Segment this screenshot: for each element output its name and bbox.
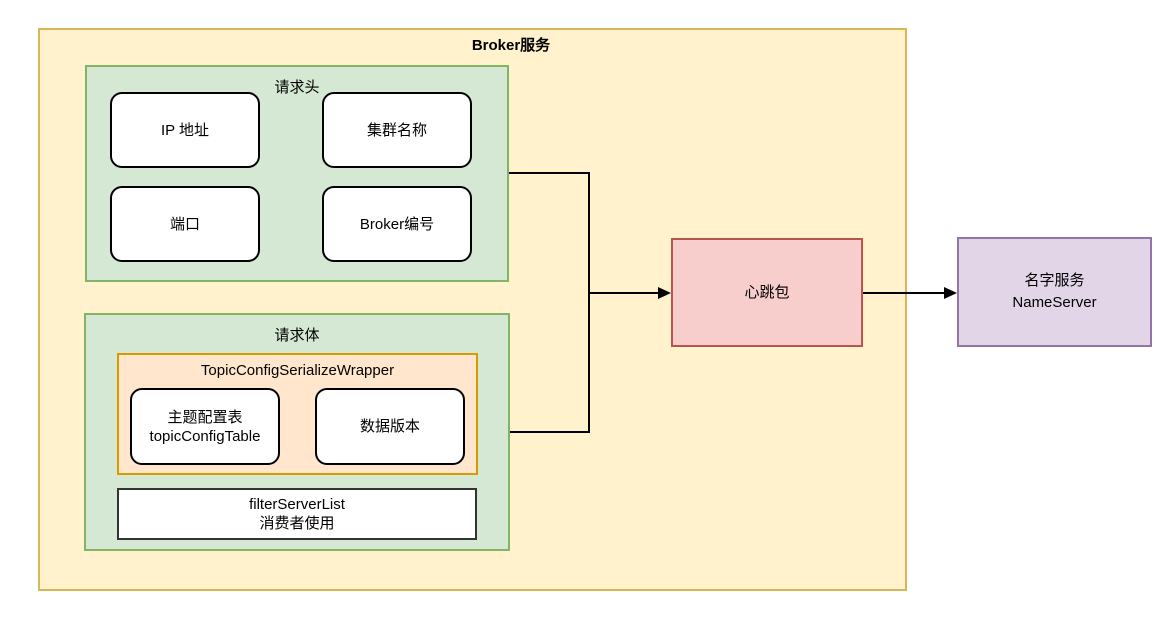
nameserver-node: 名字服务 NameServer xyxy=(957,237,1152,347)
field-ip-address: IP 地址 xyxy=(110,92,260,168)
edge-header-stub xyxy=(509,172,590,174)
arrowhead-to-heartbeat xyxy=(658,287,671,299)
arrowhead-to-nameserver xyxy=(944,287,957,299)
field-topic-config-table-line2: topicConfigTable xyxy=(149,427,261,445)
field-broker-id-label: Broker编号 xyxy=(359,215,435,233)
edge-body-stub xyxy=(510,431,590,433)
request-header-label: 请求头 xyxy=(274,79,320,96)
edge-to-heartbeat xyxy=(588,292,658,294)
field-data-version: 数据版本 xyxy=(315,388,465,465)
nameserver-line1: 名字服务 xyxy=(1024,272,1085,289)
field-cluster-name: 集群名称 xyxy=(322,92,472,168)
nameserver-line2: NameServer xyxy=(1012,294,1097,311)
field-ip-address-label: IP 地址 xyxy=(160,121,210,139)
heartbeat-label: 心跳包 xyxy=(744,284,790,301)
field-topic-config-table-line1: 主题配置表 xyxy=(167,408,243,426)
field-filter-server-list: filterServerList 消费者使用 xyxy=(117,488,477,540)
broker-service-title: Broker服务 xyxy=(471,37,551,54)
field-data-version-label: 数据版本 xyxy=(359,418,420,435)
field-topic-config-table: 主题配置表 topicConfigTable xyxy=(130,388,280,465)
field-port-label: 端口 xyxy=(169,215,200,233)
edge-to-nameserver xyxy=(863,292,944,294)
field-cluster-name-label: 集群名称 xyxy=(366,121,427,139)
heartbeat-node: 心跳包 xyxy=(671,238,863,347)
field-filter-server-list-line1: filterServerList xyxy=(249,496,345,513)
topic-config-wrapper-label: TopicConfigSerializeWrapper xyxy=(200,362,395,379)
field-port: 端口 xyxy=(110,186,260,262)
request-body-label: 请求体 xyxy=(274,327,320,344)
field-filter-server-list-line2: 消费者使用 xyxy=(259,515,335,532)
field-broker-id: Broker编号 xyxy=(322,186,472,262)
edge-merge-vertical xyxy=(588,172,590,433)
